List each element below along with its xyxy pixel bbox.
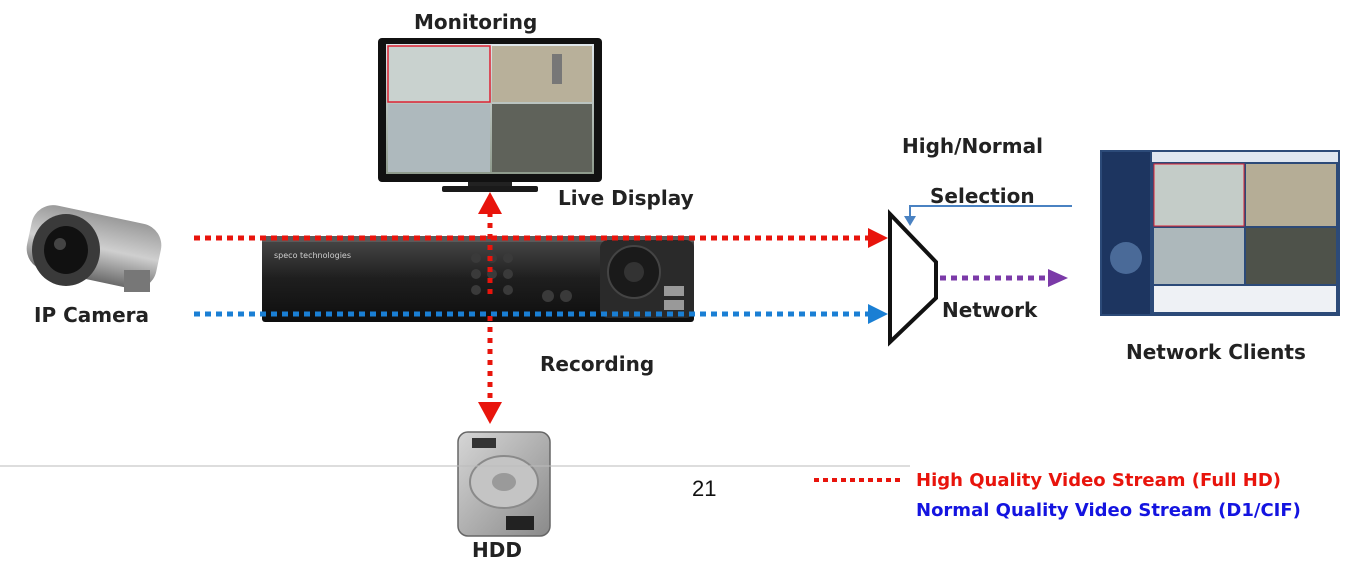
- monitoring-label: Monitoring: [414, 10, 538, 34]
- ip-camera-icon: [26, 205, 162, 292]
- selection-label: Selection: [930, 184, 1035, 208]
- stream-selector-icon: [888, 209, 938, 347]
- hdd-label: HDD: [472, 538, 522, 562]
- recording-arrowhead: [478, 402, 502, 424]
- live-display-arrowhead: [478, 192, 502, 214]
- monitor-icon: [378, 38, 602, 192]
- high-stream-arrowhead: [868, 228, 888, 248]
- network-stream-arrowhead: [1048, 269, 1068, 287]
- high-normal-label: High/Normal: [902, 134, 1043, 158]
- page-number: 21: [692, 476, 717, 501]
- legend-high-quality: High Quality Video Stream (Full HD): [916, 470, 1282, 491]
- selection-arrowhead: [904, 216, 916, 226]
- network-clients-label: Network Clients: [1126, 340, 1306, 364]
- selection-control-line: [909, 205, 1072, 218]
- legend-normal-quality: Normal Quality Video Stream (D1/CIF): [916, 500, 1301, 521]
- nvr-device-icon: speco technologies: [262, 236, 694, 322]
- live-display-label: Live Display: [558, 186, 694, 210]
- network-label: Network: [942, 298, 1038, 322]
- network-client-screen-icon: [1100, 150, 1340, 316]
- hdd-icon: [457, 431, 551, 537]
- ip-camera-label: IP Camera: [34, 303, 149, 327]
- recording-label: Recording: [540, 352, 655, 376]
- normal-stream-arrowhead: [868, 304, 888, 324]
- device-brand: speco technologies: [274, 251, 351, 260]
